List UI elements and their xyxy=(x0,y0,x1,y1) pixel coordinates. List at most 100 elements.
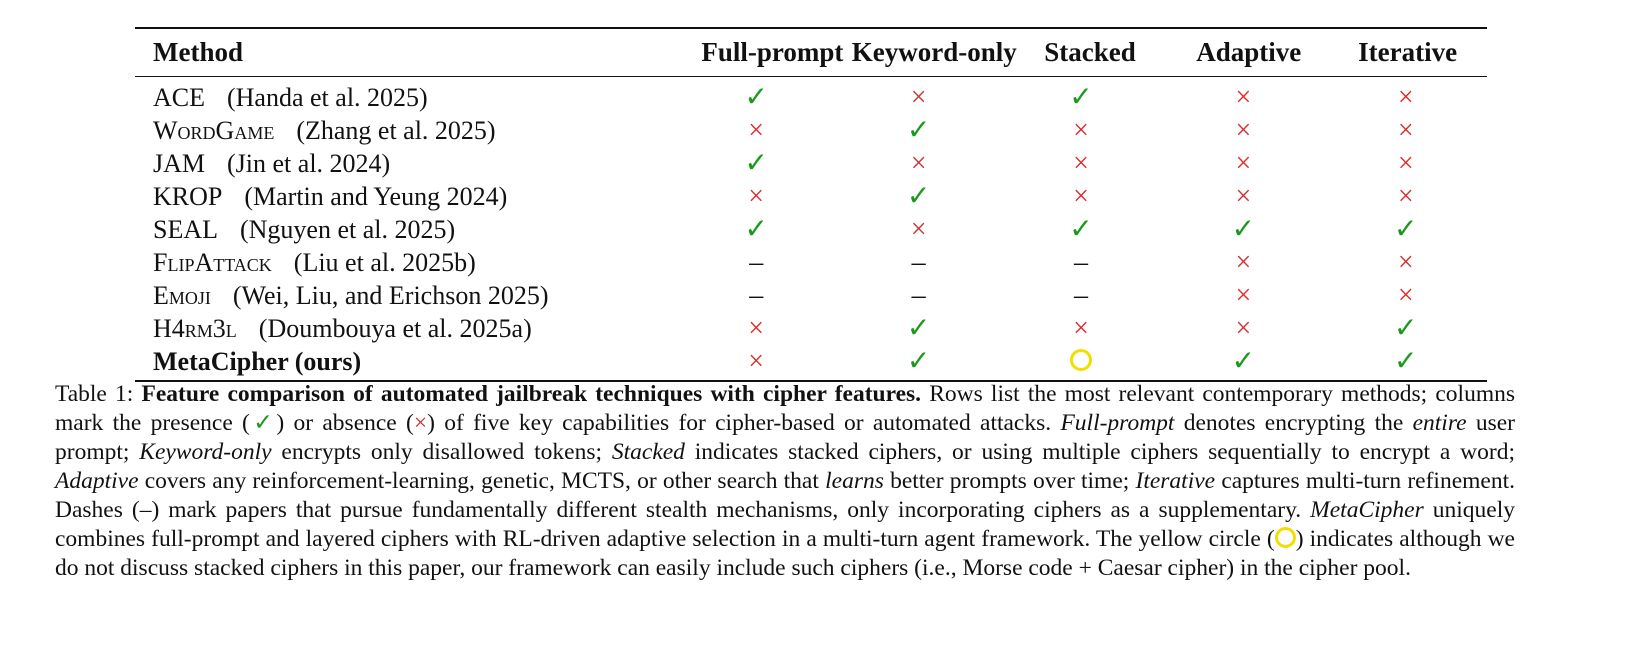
caption-text: ) of five key capabilities for cipher-ba… xyxy=(427,410,1061,436)
feature-cell: – xyxy=(1000,279,1162,312)
feature-cell: ✓ xyxy=(1000,77,1162,114)
feature-cell: × xyxy=(1000,147,1162,180)
header-method: Method xyxy=(153,37,243,67)
feature-cell: – xyxy=(837,246,999,279)
table-body: ACE(Handa et al. 2025)✓×✓××WordGame(Zhan… xyxy=(135,77,1487,380)
method-name: FlipAttack xyxy=(153,247,272,277)
method-citation: (Liu et al. 2025b) xyxy=(293,247,476,277)
feature-cell: × xyxy=(1325,279,1487,312)
feature-cell: × xyxy=(1325,147,1487,180)
check-icon: ✓ xyxy=(744,147,768,179)
cross-icon: × xyxy=(1073,312,1089,344)
cross-icon: × xyxy=(1235,246,1252,278)
feature-cell: × xyxy=(675,180,837,213)
caption-emph: Iterative xyxy=(1135,468,1216,494)
check-icon: ✓ xyxy=(1069,81,1093,113)
method-citation: (Jin et al. 2024) xyxy=(227,148,391,178)
caption-text: uniquely combines full-prompt and layere… xyxy=(55,497,1515,552)
caption-emph: Full-prompt xyxy=(1060,410,1175,436)
caption-emph: learns xyxy=(825,468,884,494)
feature-cell: ✓ xyxy=(675,147,837,180)
feature-cell: ✓ xyxy=(837,180,999,213)
method-name: Emoji xyxy=(153,280,211,310)
method-cell: JAM (Jin et al. 2024) xyxy=(135,147,675,180)
feature-cell: × xyxy=(1000,312,1162,345)
table-row: ACE(Handa et al. 2025)✓×✓×× xyxy=(135,77,1487,114)
feature-cell: ✓ xyxy=(675,77,837,114)
caption-text: ) or absence ( xyxy=(276,410,414,436)
dash-icon: – xyxy=(1073,246,1088,278)
cross-icon: × xyxy=(748,312,765,344)
method-cell: WordGame(Zhang et al. 2025) xyxy=(135,114,675,147)
caption-text: indicates stacked ciphers, or using mult… xyxy=(684,439,1516,465)
cross-icon: × xyxy=(1397,279,1414,311)
feature-cell: × xyxy=(837,147,999,180)
header-iterative: Iterative xyxy=(1358,37,1458,67)
check-icon: ✓ xyxy=(1231,213,1256,245)
caption-yellow-circle-icon xyxy=(1274,527,1296,548)
cross-icon: × xyxy=(1397,114,1414,146)
caption-check-icon: ✓ xyxy=(249,410,277,436)
method-cell: H4rm3l(Doumbouya et al. 2025a) xyxy=(135,312,675,345)
dash-icon: – xyxy=(911,246,926,278)
feature-cell: × xyxy=(837,213,999,246)
feature-cell: × xyxy=(675,312,837,345)
table-row: KROP(Martin and Yeung 2024)×✓××× xyxy=(135,180,1487,213)
caption-emph: Stacked xyxy=(611,439,685,465)
feature-cell: × xyxy=(1162,114,1324,147)
feature-cell: ✓ xyxy=(837,345,999,380)
table-row: Emoji(Wei, Liu, and Erichson 2025)–––×× xyxy=(135,279,1487,312)
caption-emph: entire xyxy=(1412,410,1467,436)
caption-text: user prompt; xyxy=(55,410,1515,465)
cross-icon: × xyxy=(748,114,765,146)
yellow-circle-icon xyxy=(1069,348,1092,371)
feature-cell: × xyxy=(1162,279,1324,312)
caption-text: Rows list the most relevant contemporary… xyxy=(55,381,1515,436)
cross-icon: × xyxy=(1073,147,1089,179)
caption-emph: Keyword-only xyxy=(139,439,272,465)
table-row: JAM(Jin et al. 2024)✓×××× xyxy=(135,147,1487,180)
feature-cell xyxy=(1000,345,1162,380)
feature-cell: × xyxy=(1325,77,1487,114)
dash-icon: – xyxy=(749,279,764,311)
check-icon: ✓ xyxy=(1069,213,1093,245)
caption-text: captures multi-turn refinement. Dashes (… xyxy=(55,468,1515,523)
table-bottom-rule xyxy=(135,380,1487,382)
method-cell: ACE (Handa et al. 2025) xyxy=(135,77,675,114)
feature-cell: ✓ xyxy=(675,213,837,246)
dash-icon: – xyxy=(911,279,926,311)
method-citation: (Zhang et al. 2025) xyxy=(296,115,496,145)
feature-cell: × xyxy=(1325,114,1487,147)
check-icon: ✓ xyxy=(906,312,931,344)
feature-cell: × xyxy=(1000,180,1162,213)
method-name: MetaCipher (ours) xyxy=(153,346,362,376)
feature-cell: – xyxy=(675,279,837,312)
caption-label: Table 1: xyxy=(55,381,134,407)
caption-emph: MetaCipher xyxy=(1310,497,1424,523)
header-stacked: Stacked xyxy=(1044,37,1136,67)
feature-cell: ✓ xyxy=(1162,345,1324,380)
feature-cell: ✓ xyxy=(1325,345,1487,380)
feature-cell: × xyxy=(1162,246,1324,279)
check-icon: ✓ xyxy=(1394,213,1418,245)
feature-comparison-table: Method Full-prompt Keyword-only Stacked … xyxy=(135,27,1487,382)
feature-cell: × xyxy=(675,114,837,147)
check-icon: ✓ xyxy=(906,114,931,146)
caption-cross-icon: × xyxy=(413,410,428,436)
check-icon: ✓ xyxy=(744,213,768,245)
method-citation: (Handa et al. 2025) xyxy=(227,82,428,112)
feature-cell: ✓ xyxy=(1162,213,1324,246)
method-name: ACE xyxy=(153,82,205,112)
method-citation: (Doumbouya et al. 2025a) xyxy=(258,313,532,343)
check-icon: ✓ xyxy=(744,81,768,113)
caption-text: covers any reinforcement-learning, genet… xyxy=(138,468,826,494)
cross-icon: × xyxy=(1397,147,1414,179)
method-citation: (Nguyen et al. 2025) xyxy=(240,214,456,244)
cross-icon: × xyxy=(910,213,927,245)
feature-cell: × xyxy=(1162,312,1324,345)
method-name: JAM xyxy=(153,148,206,178)
cross-icon: × xyxy=(1397,180,1414,212)
feature-cell: × xyxy=(1162,180,1324,213)
dash-icon: – xyxy=(1073,279,1088,311)
feature-cell: × xyxy=(1000,114,1162,147)
